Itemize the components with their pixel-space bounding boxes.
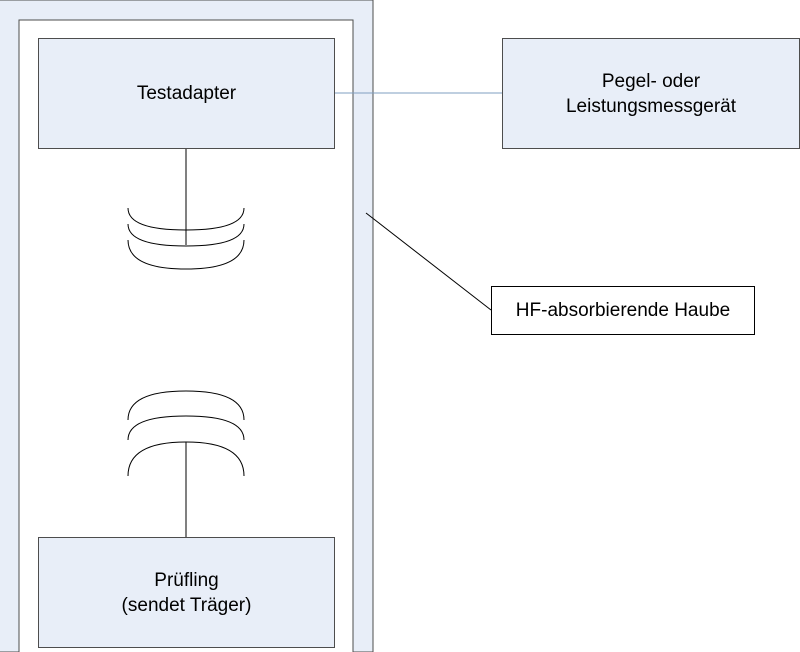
test-adapter-box: Testadapter xyxy=(38,38,335,149)
adapter-antenna-icon xyxy=(127,148,245,270)
hood-leader-line xyxy=(365,212,492,311)
test-adapter-label: Testadapter xyxy=(136,83,237,104)
adapter-antenna-coil-3 xyxy=(127,239,245,270)
meter-label-line1: Pegel- oder xyxy=(601,70,701,92)
meter-box: Pegel- oder Leistungsmessgerät xyxy=(502,38,800,149)
adapter-antenna-coil-2 xyxy=(127,223,245,247)
meter-label-line2: Leistungsmessgerät xyxy=(565,95,737,117)
hood-outer-wall xyxy=(0,0,374,652)
hood-label: HF-absorbierende Haube xyxy=(515,300,731,321)
dut-antenna-icon xyxy=(127,390,245,537)
dut-box: Prüfling (sendet Träger) xyxy=(38,537,335,648)
adapter-antenna-coil-1 xyxy=(127,207,245,231)
dut-label-line2: (sendet Träger) xyxy=(121,594,252,616)
dut-antenna-coil-2 xyxy=(127,415,245,441)
dut-label-line1: Prüfling xyxy=(154,569,219,591)
hood-label-box: HF-absorbierende Haube xyxy=(491,286,755,335)
dut-antenna-coil-1 xyxy=(127,390,245,421)
